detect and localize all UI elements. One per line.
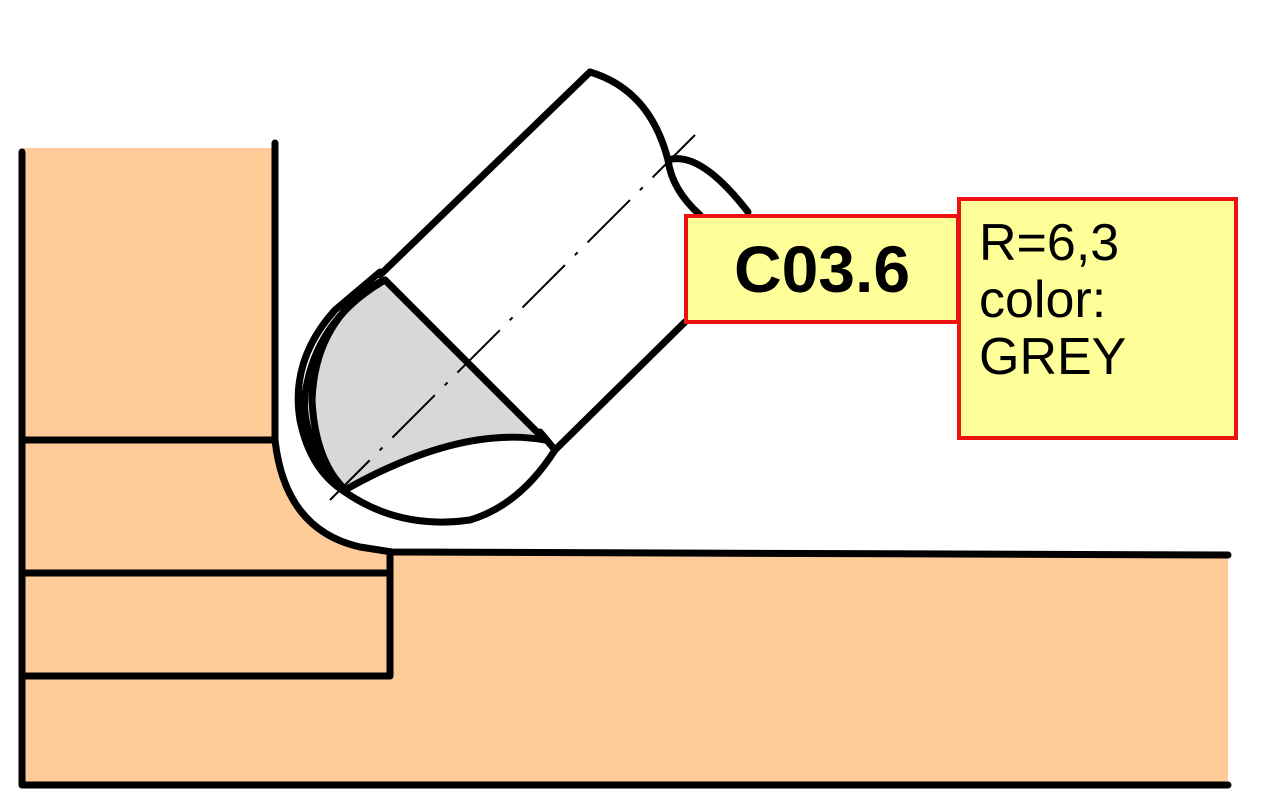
probe-code: C03.6 bbox=[733, 232, 911, 306]
probe-info-label: R=6,3 color: GREY bbox=[957, 197, 1238, 440]
probe-tip-inner-arc bbox=[308, 278, 384, 494]
probe-body-top-edge bbox=[376, 68, 594, 279]
probe-code-label: C03.6 bbox=[684, 214, 960, 324]
workpiece-material bbox=[22, 148, 1228, 785]
color-caption: color: bbox=[979, 271, 1107, 329]
fillet-edge bbox=[271, 139, 1232, 559]
layer-line bbox=[18, 551, 394, 680]
probe-cap bbox=[586, 68, 672, 164]
probe-axis-centerline bbox=[329, 134, 696, 501]
probe-cap-ellipse bbox=[664, 155, 752, 219]
probe-body-bottom-edge bbox=[551, 318, 689, 454]
radius-text: R=6,3 bbox=[979, 214, 1120, 272]
color-value: GREY bbox=[979, 328, 1127, 386]
workpiece-outline bbox=[18, 148, 1232, 789]
